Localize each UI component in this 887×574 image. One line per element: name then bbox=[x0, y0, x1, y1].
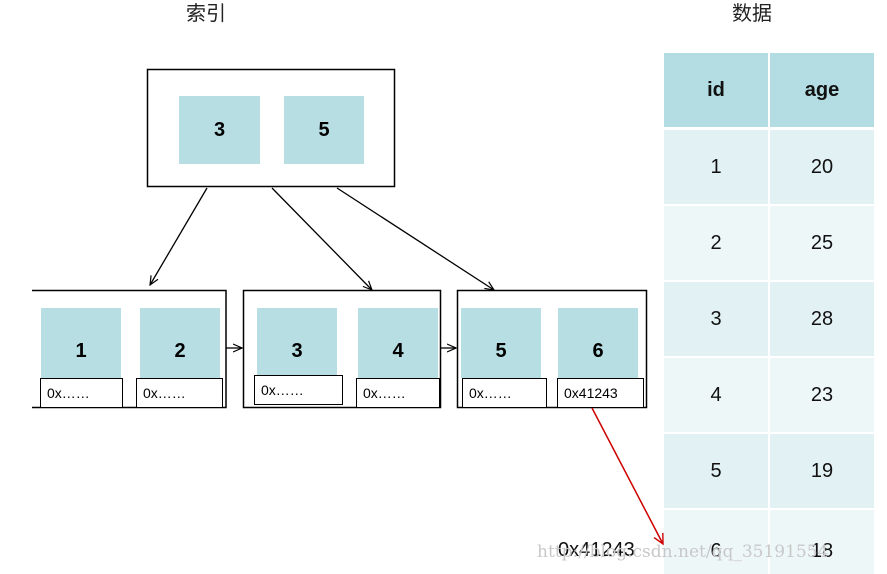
leaf3-key-1: 5 bbox=[461, 308, 541, 378]
table-cell-id: 1 bbox=[664, 130, 768, 204]
leaf-node-box-3 bbox=[456, 289, 648, 409]
table-cell-age: 23 bbox=[770, 358, 874, 432]
watermark: http://blog.csdn.net/qq_35191554 bbox=[537, 542, 829, 562]
address-label: 0x41243 bbox=[558, 539, 635, 561]
leaf-node-box-2 bbox=[242, 289, 442, 409]
leaf1-pointer-2: 0x…… bbox=[136, 378, 223, 408]
edge-root-leaf2 bbox=[271, 187, 372, 290]
leaf2-key-1: 3 bbox=[257, 308, 337, 378]
table-cell-id: 5 bbox=[664, 434, 768, 508]
leaf-node-box-1 bbox=[32, 289, 227, 409]
table-cell-age: 20 bbox=[770, 130, 874, 204]
leaf2-key-2: 4 bbox=[358, 308, 438, 378]
root-key-1: 3 bbox=[179, 96, 260, 164]
leaf1-key-1: 1 bbox=[41, 308, 121, 378]
table-cell-age: 25 bbox=[770, 206, 874, 280]
table-header-age: age bbox=[770, 53, 874, 127]
leaf3-key-2: 6 bbox=[558, 308, 638, 378]
leaf2-pointer-2: 0x…… bbox=[356, 378, 440, 408]
edge-root-leaf1 bbox=[150, 187, 208, 285]
leaf2-pointer-1: 0x…… bbox=[254, 375, 343, 405]
table-cell-age: 28 bbox=[770, 282, 874, 356]
table-cell-id: 6 bbox=[664, 510, 768, 574]
leaf1-pointer-1: 0x…… bbox=[40, 378, 123, 408]
table-cell-age: 18 bbox=[770, 510, 874, 574]
leaf3-pointer-2: 0x41243 bbox=[557, 378, 644, 408]
table-header-id: id bbox=[664, 53, 768, 127]
root-key-2: 5 bbox=[284, 96, 364, 164]
data-title: 数据 bbox=[732, 1, 772, 25]
index-title: 索引 bbox=[186, 1, 226, 25]
table-cell-id: 2 bbox=[664, 206, 768, 280]
edge-root-leaf3 bbox=[336, 187, 494, 290]
table-cell-age: 19 bbox=[770, 434, 874, 508]
table-cell-id: 3 bbox=[664, 282, 768, 356]
leaf3-pointer-1: 0x…… bbox=[462, 378, 547, 408]
root-node-box bbox=[146, 68, 396, 188]
table-cell-id: 4 bbox=[664, 358, 768, 432]
pointer-arrow bbox=[591, 407, 663, 544]
leaf1-key-2: 2 bbox=[140, 308, 220, 378]
